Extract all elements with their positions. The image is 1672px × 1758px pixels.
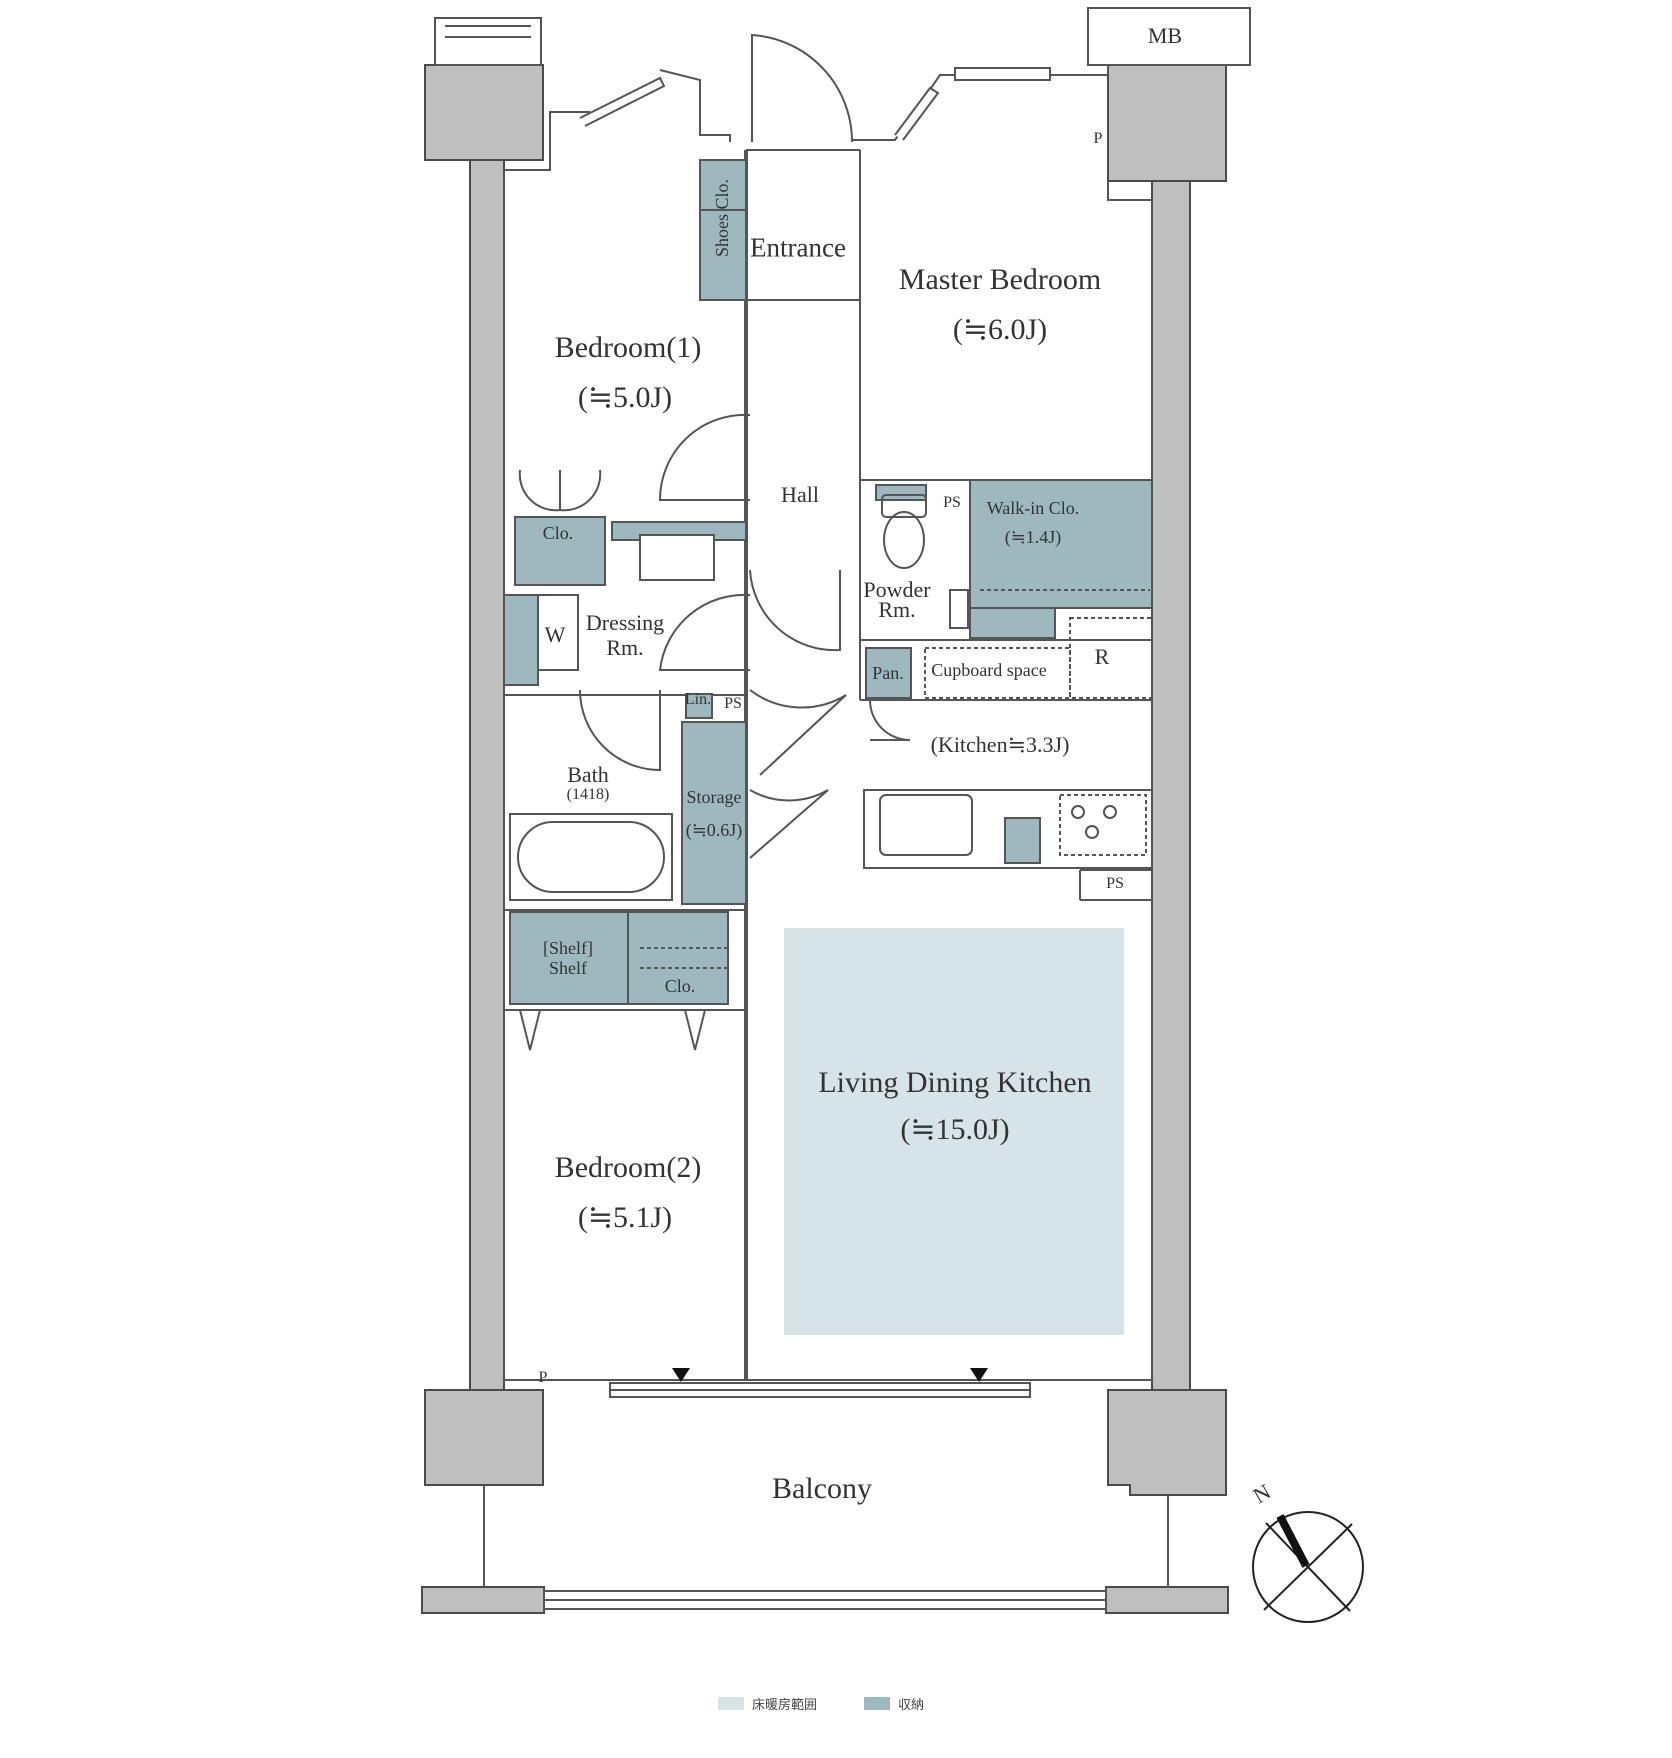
storage-blocks <box>503 479 1153 1005</box>
storage-label: Storage <box>686 787 742 807</box>
storage-size: (≒0.6J) <box>685 820 743 840</box>
entry-marker-icon <box>970 1368 988 1382</box>
cupboard-space-label: Cupboard space <box>931 660 1047 680</box>
closet-label-b1: Clo. <box>542 523 574 543</box>
pantry-label: Pan. <box>872 663 904 683</box>
ldk-size: (≒15.0J) <box>900 1113 1010 1146</box>
north-arrow-icon <box>1252 1511 1364 1623</box>
storage-swatch <box>864 1697 890 1710</box>
p-label-top: P <box>1093 130 1103 147</box>
exterior-walls <box>421 64 1229 1614</box>
legend-storage: 収納 <box>864 1694 924 1713</box>
entry-marker-icon <box>672 1368 690 1382</box>
shelf-label: [Shelf] <box>543 938 593 958</box>
balcony-label: Balcony <box>772 1472 872 1505</box>
ps-label-linen: PS <box>724 695 742 712</box>
linen-label: Lin. <box>684 691 712 708</box>
ps-label-powder: PS <box>943 494 961 511</box>
entrance-label: Entrance <box>750 232 846 263</box>
shelf-label-2: Shelf <box>549 958 587 978</box>
master-bedroom-label: Master Bedroom <box>898 263 1102 296</box>
ps-label-kitchen: PS <box>1106 875 1124 892</box>
kitchen-label: (Kitchen≒3.3J) <box>930 732 1070 757</box>
p-label-bottom: P <box>538 1369 548 1386</box>
ldk-label: Living Dining Kitchen <box>818 1066 1092 1099</box>
floor-heating-swatch <box>718 1697 744 1710</box>
dressing-room-label: Dressing <box>585 610 665 635</box>
floor-heating-legend-label: 床暖房範囲 <box>752 1698 818 1713</box>
powder-room-label-2: Rm. <box>878 597 916 622</box>
bath-label: Bath <box>567 762 609 787</box>
bedroom2-size: (≒5.1J) <box>577 1201 673 1234</box>
bathtub <box>517 821 665 893</box>
bedroom1-label: Bedroom(1) <box>554 331 702 364</box>
legend-floor-heating: 床暖房範囲 <box>718 1694 817 1713</box>
floor-heating-area <box>784 928 1124 1335</box>
storage-legend-label: 収納 <box>898 1698 925 1713</box>
bath-size-label: (1418) <box>566 786 610 803</box>
bedroom2-label: Bedroom(2) <box>554 1151 702 1184</box>
washer-label: W <box>544 622 566 647</box>
closet-label-b2: Clo. <box>664 976 696 996</box>
walkin-closet-size: (≒1.4J) <box>1004 527 1062 547</box>
doors <box>518 33 911 1051</box>
mb-label: MB <box>1147 23 1183 48</box>
bedroom1-size: (≒5.0J) <box>577 381 673 414</box>
shoes-closet-label: Shoes Clo. <box>712 178 732 258</box>
powder-room-label: Powder <box>863 577 931 602</box>
walkin-closet-label: Walk-in Clo. <box>986 498 1080 518</box>
dressing-room-label-2: Rm. <box>606 635 644 660</box>
hall-label: Hall <box>781 482 819 507</box>
master-bedroom-size: (≒6.0J) <box>952 313 1048 346</box>
refrigerator-label: R <box>1094 644 1110 669</box>
